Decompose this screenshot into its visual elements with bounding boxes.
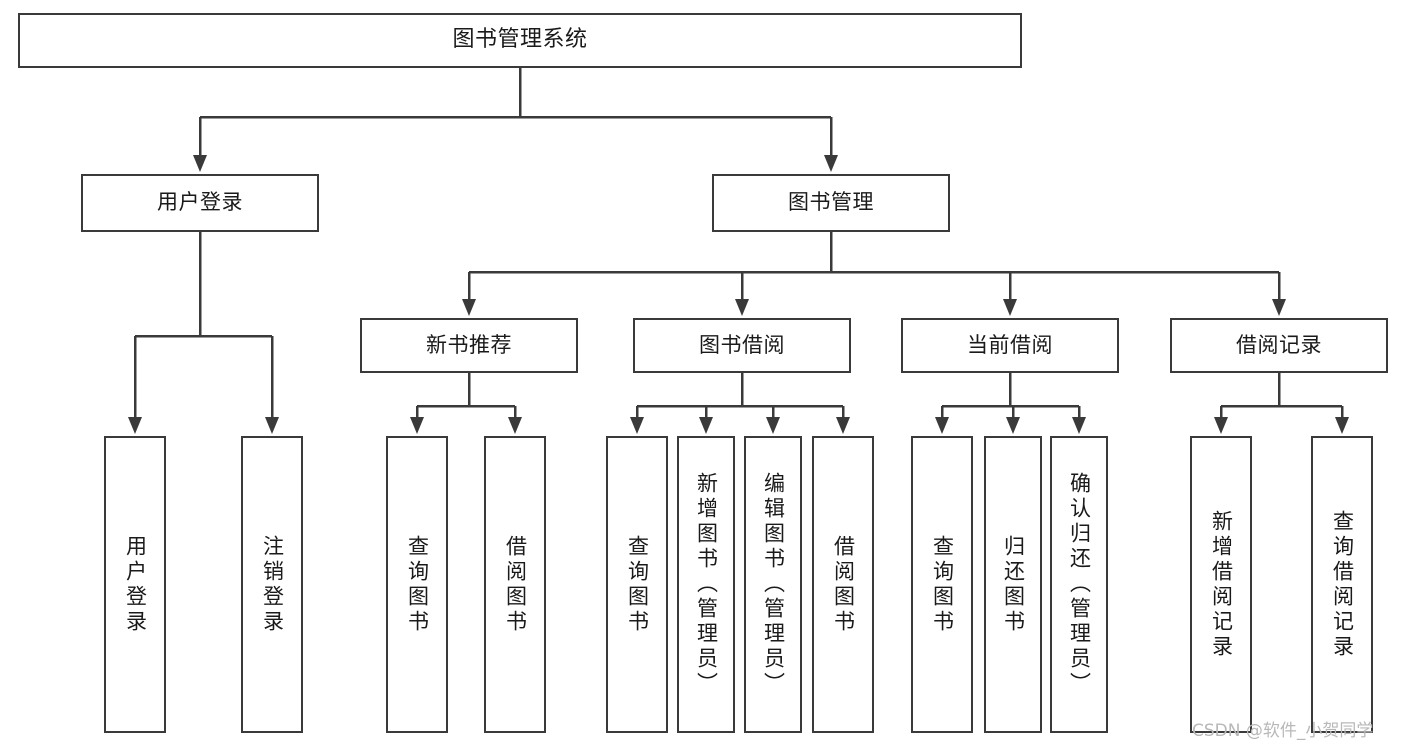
node-root[interactable]: 图书管理系统: [18, 13, 1022, 68]
connector-arrowhead-user-login-0: [128, 417, 142, 434]
node-leaf-borrow-book-1[interactable]: 借阅图书: [484, 436, 546, 733]
node-label: 新增借阅记录: [1209, 509, 1234, 660]
node-label: 用户登录: [123, 534, 148, 635]
node-book-borrow[interactable]: 图书借阅: [633, 318, 851, 373]
connector-arrowhead-book-borrow-1: [699, 417, 713, 434]
connector-arrowhead-book-manage-2: [1003, 299, 1017, 316]
connector-arrowhead-book-manage-0: [462, 299, 476, 316]
node-leaf-add-record[interactable]: 新增借阅记录: [1190, 436, 1252, 733]
connector-arrowhead-user-login-1: [265, 417, 279, 434]
node-label: 确认归还（管理员）: [1067, 472, 1092, 697]
connector-arrowhead-book-manage-1: [735, 299, 749, 316]
node-leaf-query-book-2[interactable]: 查询图书: [606, 436, 668, 733]
node-leaf-query-book-1[interactable]: 查询图书: [386, 436, 448, 733]
node-borrow-record[interactable]: 借阅记录: [1170, 318, 1388, 373]
node-label: 查询图书: [405, 534, 430, 635]
node-label: 编辑图书（管理员）: [761, 472, 786, 697]
connector-arrowhead-book-manage-3: [1272, 299, 1286, 316]
connector-arrowhead-root-0: [193, 155, 207, 172]
node-label: 借阅图书: [503, 534, 528, 635]
node-label: 查询图书: [930, 534, 955, 635]
node-label: 归还图书: [1001, 534, 1026, 635]
connector-arrowhead-borrow-record-1: [1335, 417, 1349, 434]
node-label: 借阅图书: [831, 534, 856, 635]
node-leaf-edit-book[interactable]: 编辑图书（管理员）: [744, 436, 802, 733]
connector-arrowhead-current-borrow-0: [935, 417, 949, 434]
node-label: 新增图书（管理员）: [694, 472, 719, 697]
connector-arrowhead-book-borrow-2: [766, 417, 780, 434]
node-leaf-confirm-return[interactable]: 确认归还（管理员）: [1050, 436, 1108, 733]
node-book-manage[interactable]: 图书管理: [712, 174, 950, 232]
connector-arrowhead-new-book-recommend-1: [508, 417, 522, 434]
node-label: 用户登录: [157, 190, 243, 215]
connector-arrowhead-current-borrow-2: [1072, 417, 1086, 434]
connector-arrowhead-borrow-record-0: [1214, 417, 1228, 434]
node-user-login[interactable]: 用户登录: [81, 174, 319, 232]
connector-arrowhead-book-borrow-3: [836, 417, 850, 434]
node-label: 借阅记录: [1236, 332, 1322, 357]
node-leaf-logout[interactable]: 注销登录: [241, 436, 303, 733]
node-label: 查询图书: [625, 534, 650, 635]
node-label: 当前借阅: [967, 332, 1053, 357]
node-label: 注销登录: [260, 534, 285, 635]
node-leaf-add-book[interactable]: 新增图书（管理员）: [677, 436, 735, 733]
node-current-borrow[interactable]: 当前借阅: [901, 318, 1119, 373]
node-leaf-query-book-3[interactable]: 查询图书: [911, 436, 973, 733]
node-label: 图书借阅: [699, 332, 785, 357]
node-leaf-return-book[interactable]: 归还图书: [984, 436, 1042, 733]
node-label: 图书管理系统: [452, 27, 588, 53]
node-label: 图书管理: [788, 190, 874, 215]
node-label: 新书推荐: [426, 332, 512, 357]
connector-arrowhead-current-borrow-1: [1006, 417, 1020, 434]
connector-arrowhead-new-book-recommend-0: [410, 417, 424, 434]
node-leaf-query-record[interactable]: 查询借阅记录: [1311, 436, 1373, 733]
node-leaf-borrow-book-2[interactable]: 借阅图书: [812, 436, 874, 733]
node-leaf-user-login[interactable]: 用户登录: [104, 436, 166, 733]
node-label: 查询借阅记录: [1330, 509, 1355, 660]
connector-group: [128, 68, 1349, 434]
node-new-book-recommend[interactable]: 新书推荐: [360, 318, 578, 373]
connector-arrowhead-root-1: [824, 155, 838, 172]
connector-arrowhead-book-borrow-0: [630, 417, 644, 434]
